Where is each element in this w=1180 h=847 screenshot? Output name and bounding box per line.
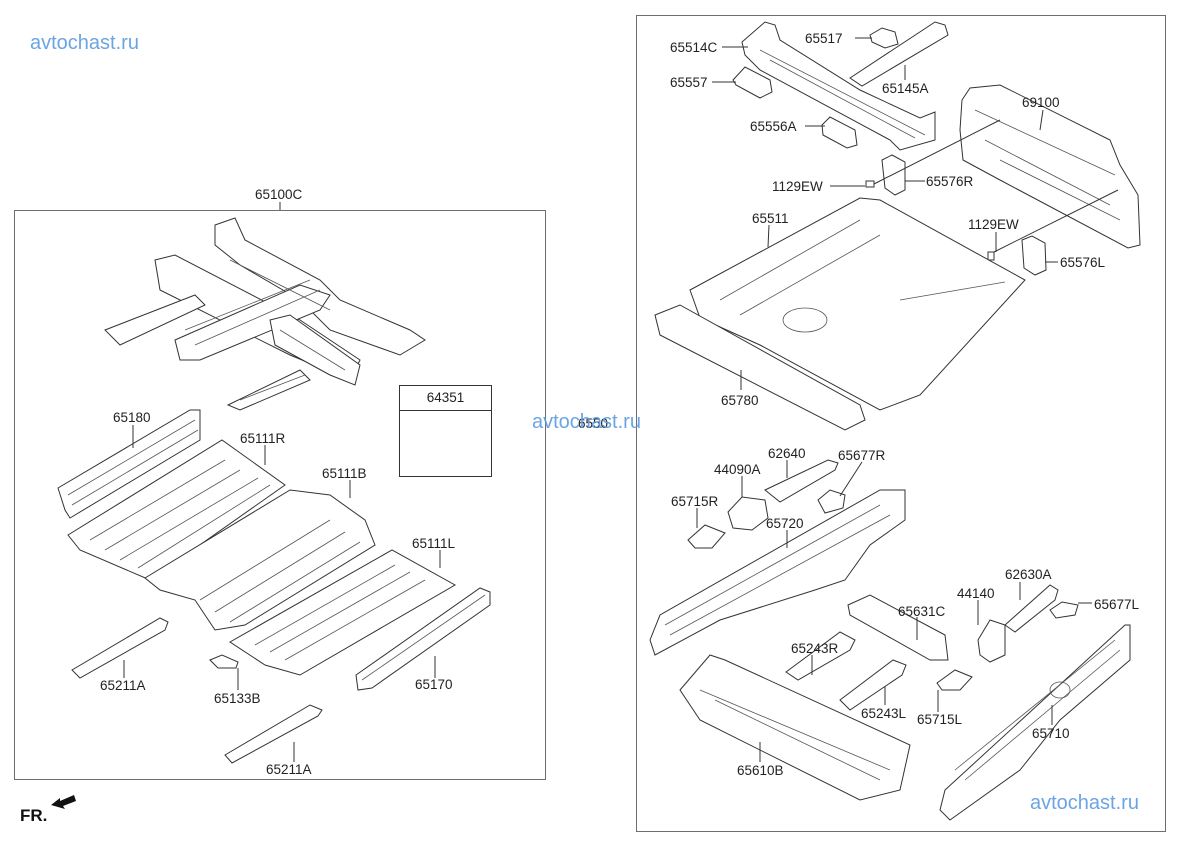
part-65111R-drawing [67,439,286,581]
bolt-1129EW-right-drawing [865,119,1001,188]
part-65576L-drawing [1021,235,1047,276]
bolt-1129EW-left-drawing [987,189,1119,261]
part-65211A-lower-drawing [224,704,323,764]
part-label-1129EW-right[interactable]: 1129EW [772,179,823,194]
part-65557-drawing [732,66,773,99]
part-65211A-upper-drawing [71,617,169,679]
part-65243R-drawing [785,631,856,681]
part-65517-drawing [869,27,899,49]
part-label-65557[interactable]: 65557 [670,75,708,90]
part-65111B-drawing [144,489,376,631]
part-65610B-drawing [679,654,911,801]
watermark-bottom-right: avtochast.ru [1030,792,1139,814]
assembly-label-65100C[interactable]: 65100C [255,187,303,202]
part-label-65111L[interactable]: 65111L [412,536,456,551]
part-label-65511[interactable]: 65511 [752,211,789,226]
part-62640-drawing [764,459,839,503]
part-label-65556A[interactable]: 65556A [750,119,797,134]
watermark-top-left: avtochast.ru [30,32,139,54]
part-label-62640[interactable]: 62640 [768,446,806,461]
part-65780-drawing [654,304,866,431]
part-label-65715L[interactable]: 65715L [917,712,963,727]
front-direction-arrow-icon [51,795,76,809]
front-marker-label: FR. [20,806,48,825]
part-label-65677L[interactable]: 65677L [1094,597,1140,612]
part-label-65514C[interactable]: 65514C [670,40,718,55]
part-65715R-drawing [687,524,726,549]
part-label-65780[interactable]: 65780 [721,393,759,408]
rear-floor-group-frame [636,15,1166,832]
part-65243L-drawing [839,659,907,711]
leader-lines [123,37,1092,762]
part-44140-drawing [977,619,1006,663]
part-65556A-drawing [821,116,858,149]
part-65677R-drawing [817,489,846,514]
part-label-65610B[interactable]: 65610B [737,763,784,778]
part-label-65170[interactable]: 65170 [415,677,453,692]
part-label-65720[interactable]: 65720 [766,516,804,531]
clip-part-label[interactable]: 64351 [400,386,491,411]
part-65677L-drawing [1049,601,1079,619]
part-65576R-drawing [881,154,906,196]
part-label-62630A[interactable]: 62630A [1005,567,1052,582]
part-label-65576R[interactable]: 65576R [926,174,974,189]
part-62630A-drawing [1004,584,1059,633]
part-label-65631C[interactable]: 65631C [898,604,946,619]
part-65720-drawing [649,489,906,656]
part-label-65111R[interactable]: 65111R [240,431,286,446]
part-label-44090A[interactable]: 44090A [714,462,761,477]
part-65710-drawing [939,624,1131,821]
part-label-44140[interactable]: 44140 [957,586,995,601]
part-label-1129EW-left[interactable]: 1129EW [968,217,1019,232]
part-69100-drawing [959,84,1141,249]
part-label-65133B[interactable]: 65133B [214,691,261,706]
front-floor-group-frame [14,210,546,780]
part-label-65243L[interactable]: 65243L [861,706,907,721]
front-floor-frame-assembly-drawing [104,217,426,411]
part-65145A-drawing [849,21,949,87]
part-label-65677R[interactable]: 65677R [838,448,886,463]
part-label-65517[interactable]: 65517 [805,31,843,46]
part-label-65576L[interactable]: 65576L [1060,255,1106,270]
part-label-65180[interactable]: 65180 [113,410,151,425]
part-65631C-drawing [847,594,949,661]
part-65514C-drawing [741,21,936,151]
part-label-65111B[interactable]: 65111B [322,466,367,481]
part-65715L-drawing [936,669,973,691]
part-65133B-drawing [209,654,239,669]
part-label-65710[interactable]: 65710 [1032,726,1070,741]
part-label-65715R[interactable]: 65715R [671,494,719,509]
obscured-part-label[interactable]: 6550 [578,416,609,431]
clip-inset-box: 64351 [399,385,492,477]
part-label-65243R[interactable]: 65243R [791,641,839,656]
watermark-center: avtochast.ru [532,411,641,433]
part-label-69100[interactable]: 69100 [1022,95,1060,110]
part-label-65211A-upper[interactable]: 65211A [100,678,146,693]
part-65170-drawing [355,587,491,691]
part-65180-drawing [57,409,201,519]
part-65111L-drawing [229,549,457,676]
part-label-65211A-lower[interactable]: 65211A [266,762,312,777]
part-label-65145A[interactable]: 65145A [882,81,929,96]
